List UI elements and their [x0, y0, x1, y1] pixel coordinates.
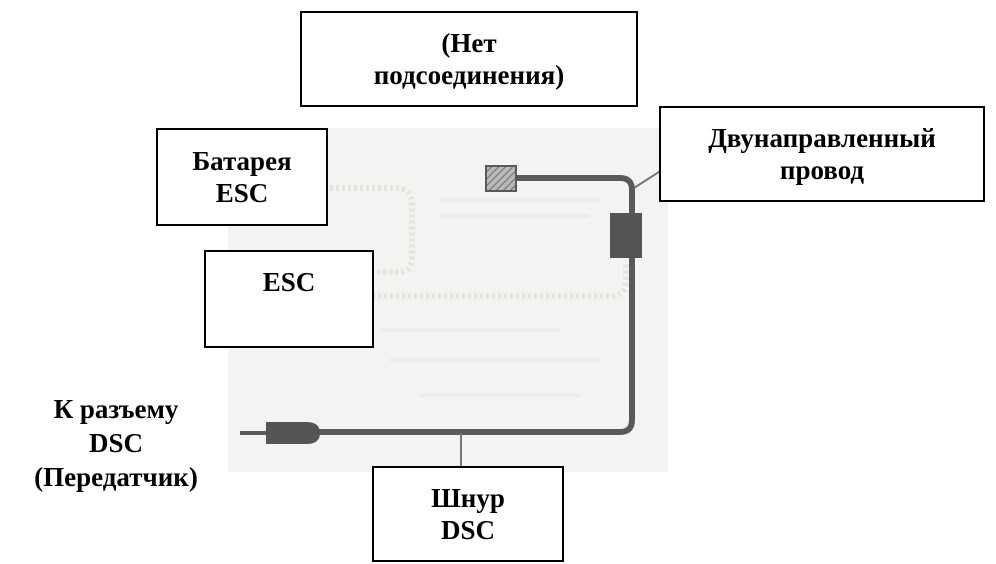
battery-esc-label: Батарея ESC: [156, 128, 328, 226]
dsc-cord-line-1: Шнур: [431, 483, 505, 513]
esc-wire: [330, 185, 629, 299]
battery-esc-line-2: ESC: [215, 178, 269, 208]
esc-line-1: ESC: [262, 267, 316, 297]
bidirectional-wire-line-1: Двунаправленный: [708, 123, 936, 153]
to-dsc-connector-line-2: DSC: [88, 428, 143, 458]
no-connection-label: (Нет подсоединения): [300, 11, 638, 107]
leader-bidirectional: [633, 169, 663, 189]
dsc-cord-label: Шнур DSC: [372, 466, 564, 562]
bidirectional-wire-label: Двунаправленный провод: [659, 106, 985, 202]
no-connection-line-1: (Нет: [441, 28, 497, 58]
dsc-cord-line-2: DSC: [440, 515, 495, 545]
to-dsc-connector-line-3: (Передатчик): [34, 462, 198, 492]
to-dsc-connector-label: К разъему DSC (Передатчик): [0, 392, 232, 494]
no-connection-line-2: подсоединения): [373, 60, 565, 90]
dsc-cable: [310, 175, 635, 435]
inline-connector: [610, 213, 642, 258]
esc-label: ESC: [204, 250, 374, 348]
dsc-plug: [266, 422, 320, 444]
background-texture: [380, 198, 600, 397]
battery-esc-line-1: Батарея: [192, 146, 292, 176]
bidirectional-wire-line-2: провод: [779, 155, 865, 185]
hatched-plug: [485, 165, 517, 192]
to-dsc-connector-line-1: К разъему: [53, 394, 179, 424]
